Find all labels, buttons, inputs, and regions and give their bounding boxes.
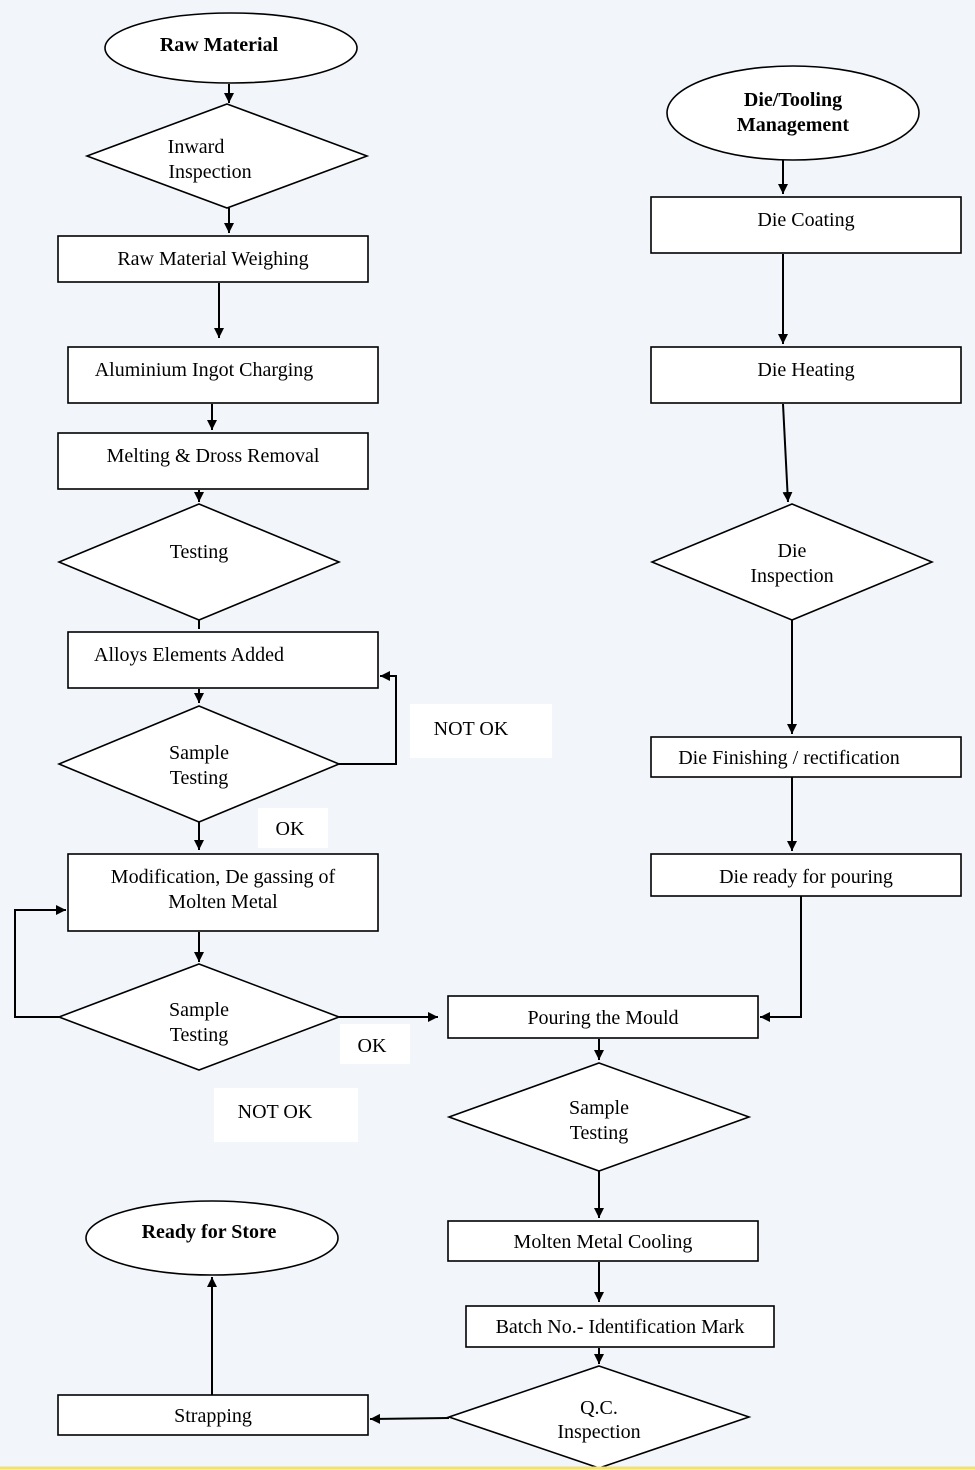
die-inspection-decision: Die Inspection [649,503,935,621]
not-ok-2-label: NOT OK [238,1101,313,1123]
batch-identification-step: Batch No.- Identification Mark [465,1305,775,1348]
sample-testing-1-decision: Sample Testing [56,705,342,823]
ok-2-label-box [340,1024,410,1064]
pouring-the-mould-step: Pouring the Mould [447,995,759,1039]
inward-inspection-line1: Inward [168,136,225,158]
modification-degassing-step: Modification, De gassing of Molten Metal [67,853,379,932]
die-ready-label: Die ready for pouring [719,866,893,888]
testing-label: Testing [170,541,229,563]
sample-testing-2-line2: Testing [170,1024,229,1046]
die-tooling-management-terminal: Die/Tooling Management [666,65,920,161]
die-coating-step: Die Coating [650,196,962,254]
alloys-elements-added-step: Alloys Elements Added [67,631,379,689]
sample-testing-3-decision: Sample Testing [446,1062,752,1172]
pouring-the-mould-label: Pouring the Mould [527,1007,678,1029]
not-ok-2-label-box [214,1088,358,1142]
ok-1-label: OK [276,818,305,840]
sample-testing-2-decision: Sample Testing [56,963,342,1071]
not-ok-1-label-box [410,704,552,758]
ready-for-store-terminal: Ready for Store [85,1200,339,1276]
edge-sample1-not-ok-loop [339,671,397,765]
raw-material-weighing-label: Raw Material Weighing [117,248,308,270]
ready-for-store-label: Ready for Store [142,1221,277,1243]
modification-degassing-line2: Molten Metal [168,891,278,913]
die-coating-label: Die Coating [757,209,854,231]
qc-inspection-line1: Q.C. [580,1397,618,1419]
die-inspection-line2: Inspection [750,565,833,587]
modification-degassing-line1: Modification, De gassing of [111,866,336,888]
die-heating-step: Die Heating [650,346,962,404]
die-inspection-line1: Die [778,540,807,562]
sample-testing-3-line1: Sample [569,1097,629,1119]
raw-material-label: Raw Material [160,34,279,56]
alloys-elements-added-label: Alloys Elements Added [94,644,284,666]
sample-testing-3-line2: Testing [570,1122,629,1144]
not-ok-1-label: NOT OK [434,718,509,740]
edge-qc-to-strapping [369,1413,450,1424]
die-tooling-line2: Management [737,114,850,136]
sample-testing-1-line1: Sample [169,742,229,764]
die-heating-label: Die Heating [757,359,854,381]
batch-identification-label: Batch No.- Identification Mark [496,1316,745,1338]
strapping-step: Strapping [57,1394,369,1436]
raw-material-weighing-step: Raw Material Weighing [57,235,369,283]
ok-1-label-box [258,808,328,848]
testing-decision: Testing [56,503,342,621]
sample-testing-2-line1: Sample [169,999,229,1021]
melting-dross-removal-label: Melting & Dross Removal [107,445,320,467]
edge-heating-to-inspection [782,403,793,503]
qc-inspection-line2: Inspection [557,1421,640,1443]
raw-material-terminal: Raw Material [104,12,358,84]
die-finishing-step: Die Finishing / rectification [650,736,962,778]
molten-metal-cooling-step: Molten Metal Cooling [447,1220,759,1262]
qc-inspection-decision: Q.C. Inspection [446,1365,752,1469]
inward-inspection-decision: Inward Inspection [84,103,370,209]
aluminium-ingot-charging-step: Aluminium Ingot Charging [67,346,379,404]
die-finishing-label: Die Finishing / rectification [678,747,900,769]
die-ready-step: Die ready for pouring [650,853,962,897]
ok-2-label: OK [358,1035,387,1057]
strapping-label: Strapping [174,1405,252,1427]
edge-sample2-not-ok-loop [14,905,66,1018]
die-tooling-line1: Die/Tooling [744,89,842,111]
sample-testing-1-line2: Testing [170,767,229,789]
inward-inspection-line2: Inspection [168,161,251,183]
edge-ready-to-pouring [760,896,802,1022]
melting-dross-removal-step: Melting & Dross Removal [57,432,369,490]
molten-metal-cooling-label: Molten Metal Cooling [514,1231,693,1253]
aluminium-ingot-charging-label: Aluminium Ingot Charging [95,359,314,381]
